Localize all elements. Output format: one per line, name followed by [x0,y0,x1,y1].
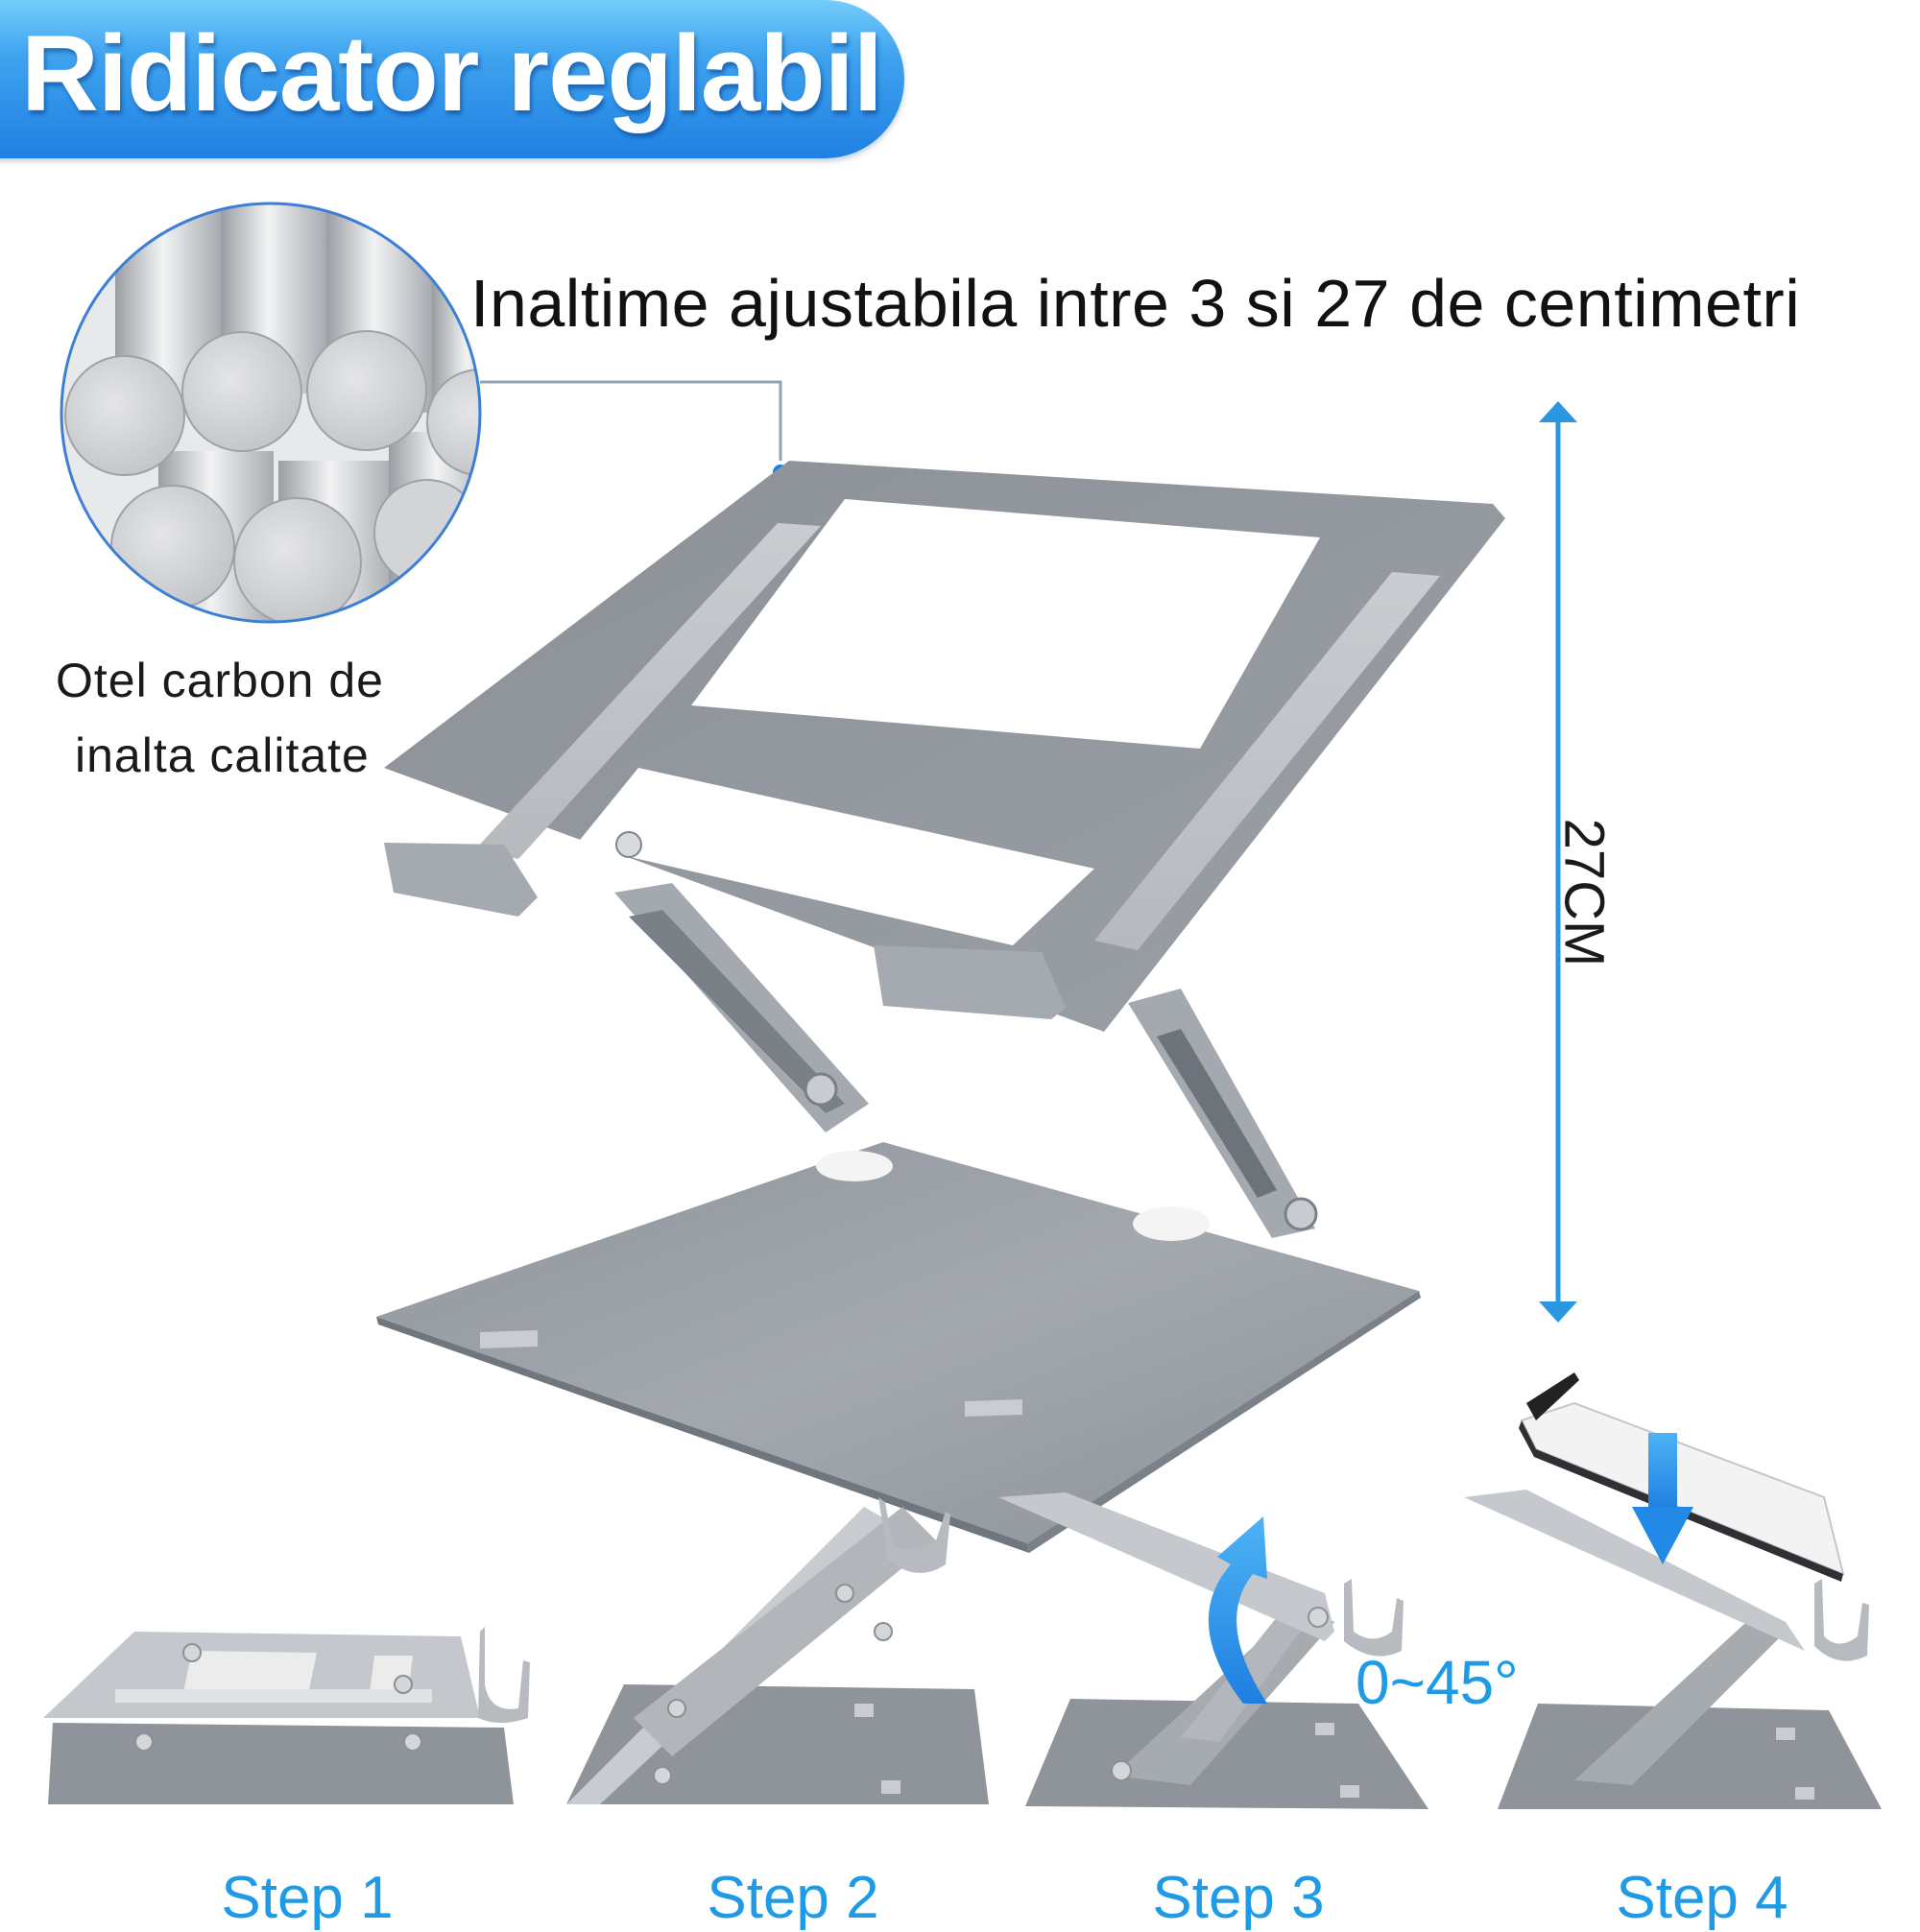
angle-range-label: 0~45° [1356,1648,1519,1717]
page-title: Ridicator reglabil [21,13,883,133]
material-caption-line1: Otel carbon de [56,654,384,707]
step-2-label: Step 2 [707,1865,879,1931]
material-caption-line2: inalta calitate [75,728,370,782]
callout-connector [480,380,792,484]
step-4-illustration [1464,1372,1882,1809]
rotate-arrow-icon [1208,1516,1267,1704]
step-1-illustration [43,1627,530,1804]
step-1-label: Step 1 [221,1865,394,1931]
steel-rods-icon [60,202,482,624]
height-dimension-label: 27CM [1552,818,1616,967]
height-range-caption: Inaltime ajustabila intre 3 si 27 de cen… [470,266,1801,341]
step-3-illustration [998,1492,1428,1809]
step-3-label: Step 3 [1152,1865,1325,1931]
down-arrow-icon [1632,1433,1693,1564]
laptop-stand-main [376,461,1505,1553]
step-2-illustration [566,1497,989,1804]
height-dimension-arrow [1539,401,1577,1323]
step-4-label: Step 4 [1616,1865,1788,1931]
header-banner [0,0,904,158]
